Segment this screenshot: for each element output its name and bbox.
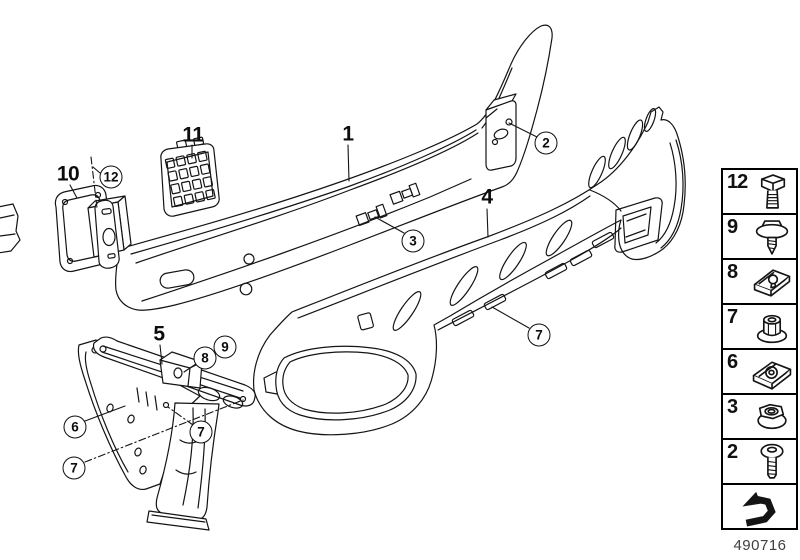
speed-clip-icon [752,361,792,390]
beam-clip-marks [355,203,388,227]
return-arrow-icon [742,491,776,527]
beam-part-1-drawing [114,24,553,311]
legend-item-label: 7 [727,306,738,328]
legend-item-label: 2 [727,441,738,463]
callout-9[interactable]: 9 [213,335,237,359]
callout-1[interactable]: 1 [342,122,354,146]
legend-item-label: 6 [727,351,738,373]
side-support-part-5-drawing [77,336,256,531]
grille-part-11-drawing [160,136,220,217]
towing-bracket-part-10-drawing [54,184,132,273]
hex-flange-nut-icon [757,403,787,430]
hex-bolt-icon [760,174,786,209]
legend-item-label: 9 [727,216,738,238]
callout-8[interactable]: 8 [193,346,217,370]
callout-10[interactable]: 10 [56,162,80,186]
legend-item-6[interactable]: 6 [721,348,798,395]
absorber-part-4-drawing [252,106,686,436]
callout-7-c[interactable]: 7 [527,323,551,347]
legend-back-arrow-button[interactable] [721,483,798,530]
legend-item-3[interactable]: 3 [721,393,798,440]
flange-nut-icon [756,314,788,344]
washer-screw-icon [755,220,789,255]
mount-bracket-part-2-drawing [485,93,517,171]
callout-6[interactable]: 6 [63,415,87,439]
callout-5[interactable]: 5 [153,322,165,346]
legend-item-label: 12 [727,171,748,193]
leader-lines [69,122,538,463]
clip-nut-icon [753,269,791,297]
callout-3[interactable]: 3 [401,229,425,253]
callout-4[interactable]: 4 [481,185,493,209]
drawing-number: 490716 [733,537,787,554]
legend-item-9[interactable]: 9 [721,213,798,260]
edge-cropped-part-drawing [0,203,21,254]
legend-item-8[interactable]: 8 [721,258,798,305]
round-head-screw-icon [760,443,784,479]
legend-item-12[interactable]: 12 [721,168,798,215]
legend-item-label: 8 [727,261,738,283]
callout-7-b[interactable]: 7 [62,456,86,480]
callout-7-a[interactable]: 7 [189,420,213,444]
beam-clip-marks [389,182,421,205]
legend-item-7[interactable]: 7 [721,303,798,350]
callout-2[interactable]: 2 [534,131,558,155]
callout-11[interactable]: 11 [182,123,204,147]
legend-item-2[interactable]: 2 [721,438,798,485]
legend-item-label: 3 [727,396,738,418]
callout-12[interactable]: 12 [99,165,123,189]
fastener-legend: 12 9 8 [721,168,798,530]
